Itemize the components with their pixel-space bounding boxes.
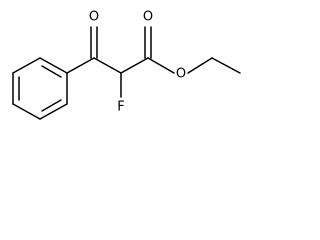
ring-bond xyxy=(39,103,68,120)
ring-bond xyxy=(39,57,68,74)
o-ch2-bond xyxy=(187,57,213,74)
phenyl-carbonyl-bond xyxy=(66,57,95,74)
ester-oxygen-label: O xyxy=(176,67,186,82)
benzene-ring xyxy=(12,57,68,120)
chemical-structure: O O O F xyxy=(12,10,241,120)
carbonyl-alpha-bond xyxy=(93,57,122,74)
ester-carbonyl-oxygen-label: O xyxy=(143,10,153,25)
ring-bond xyxy=(12,57,41,74)
ester-single-bond xyxy=(147,57,175,74)
fluorine-label: F xyxy=(117,100,124,115)
ring-double-bond xyxy=(41,65,62,78)
ring-bond xyxy=(12,103,41,120)
ring-double-bond xyxy=(41,99,62,112)
alpha-ester-bond xyxy=(120,57,149,74)
ketone-oxygen-label: O xyxy=(89,10,99,25)
ethyl-bond xyxy=(211,57,241,74)
